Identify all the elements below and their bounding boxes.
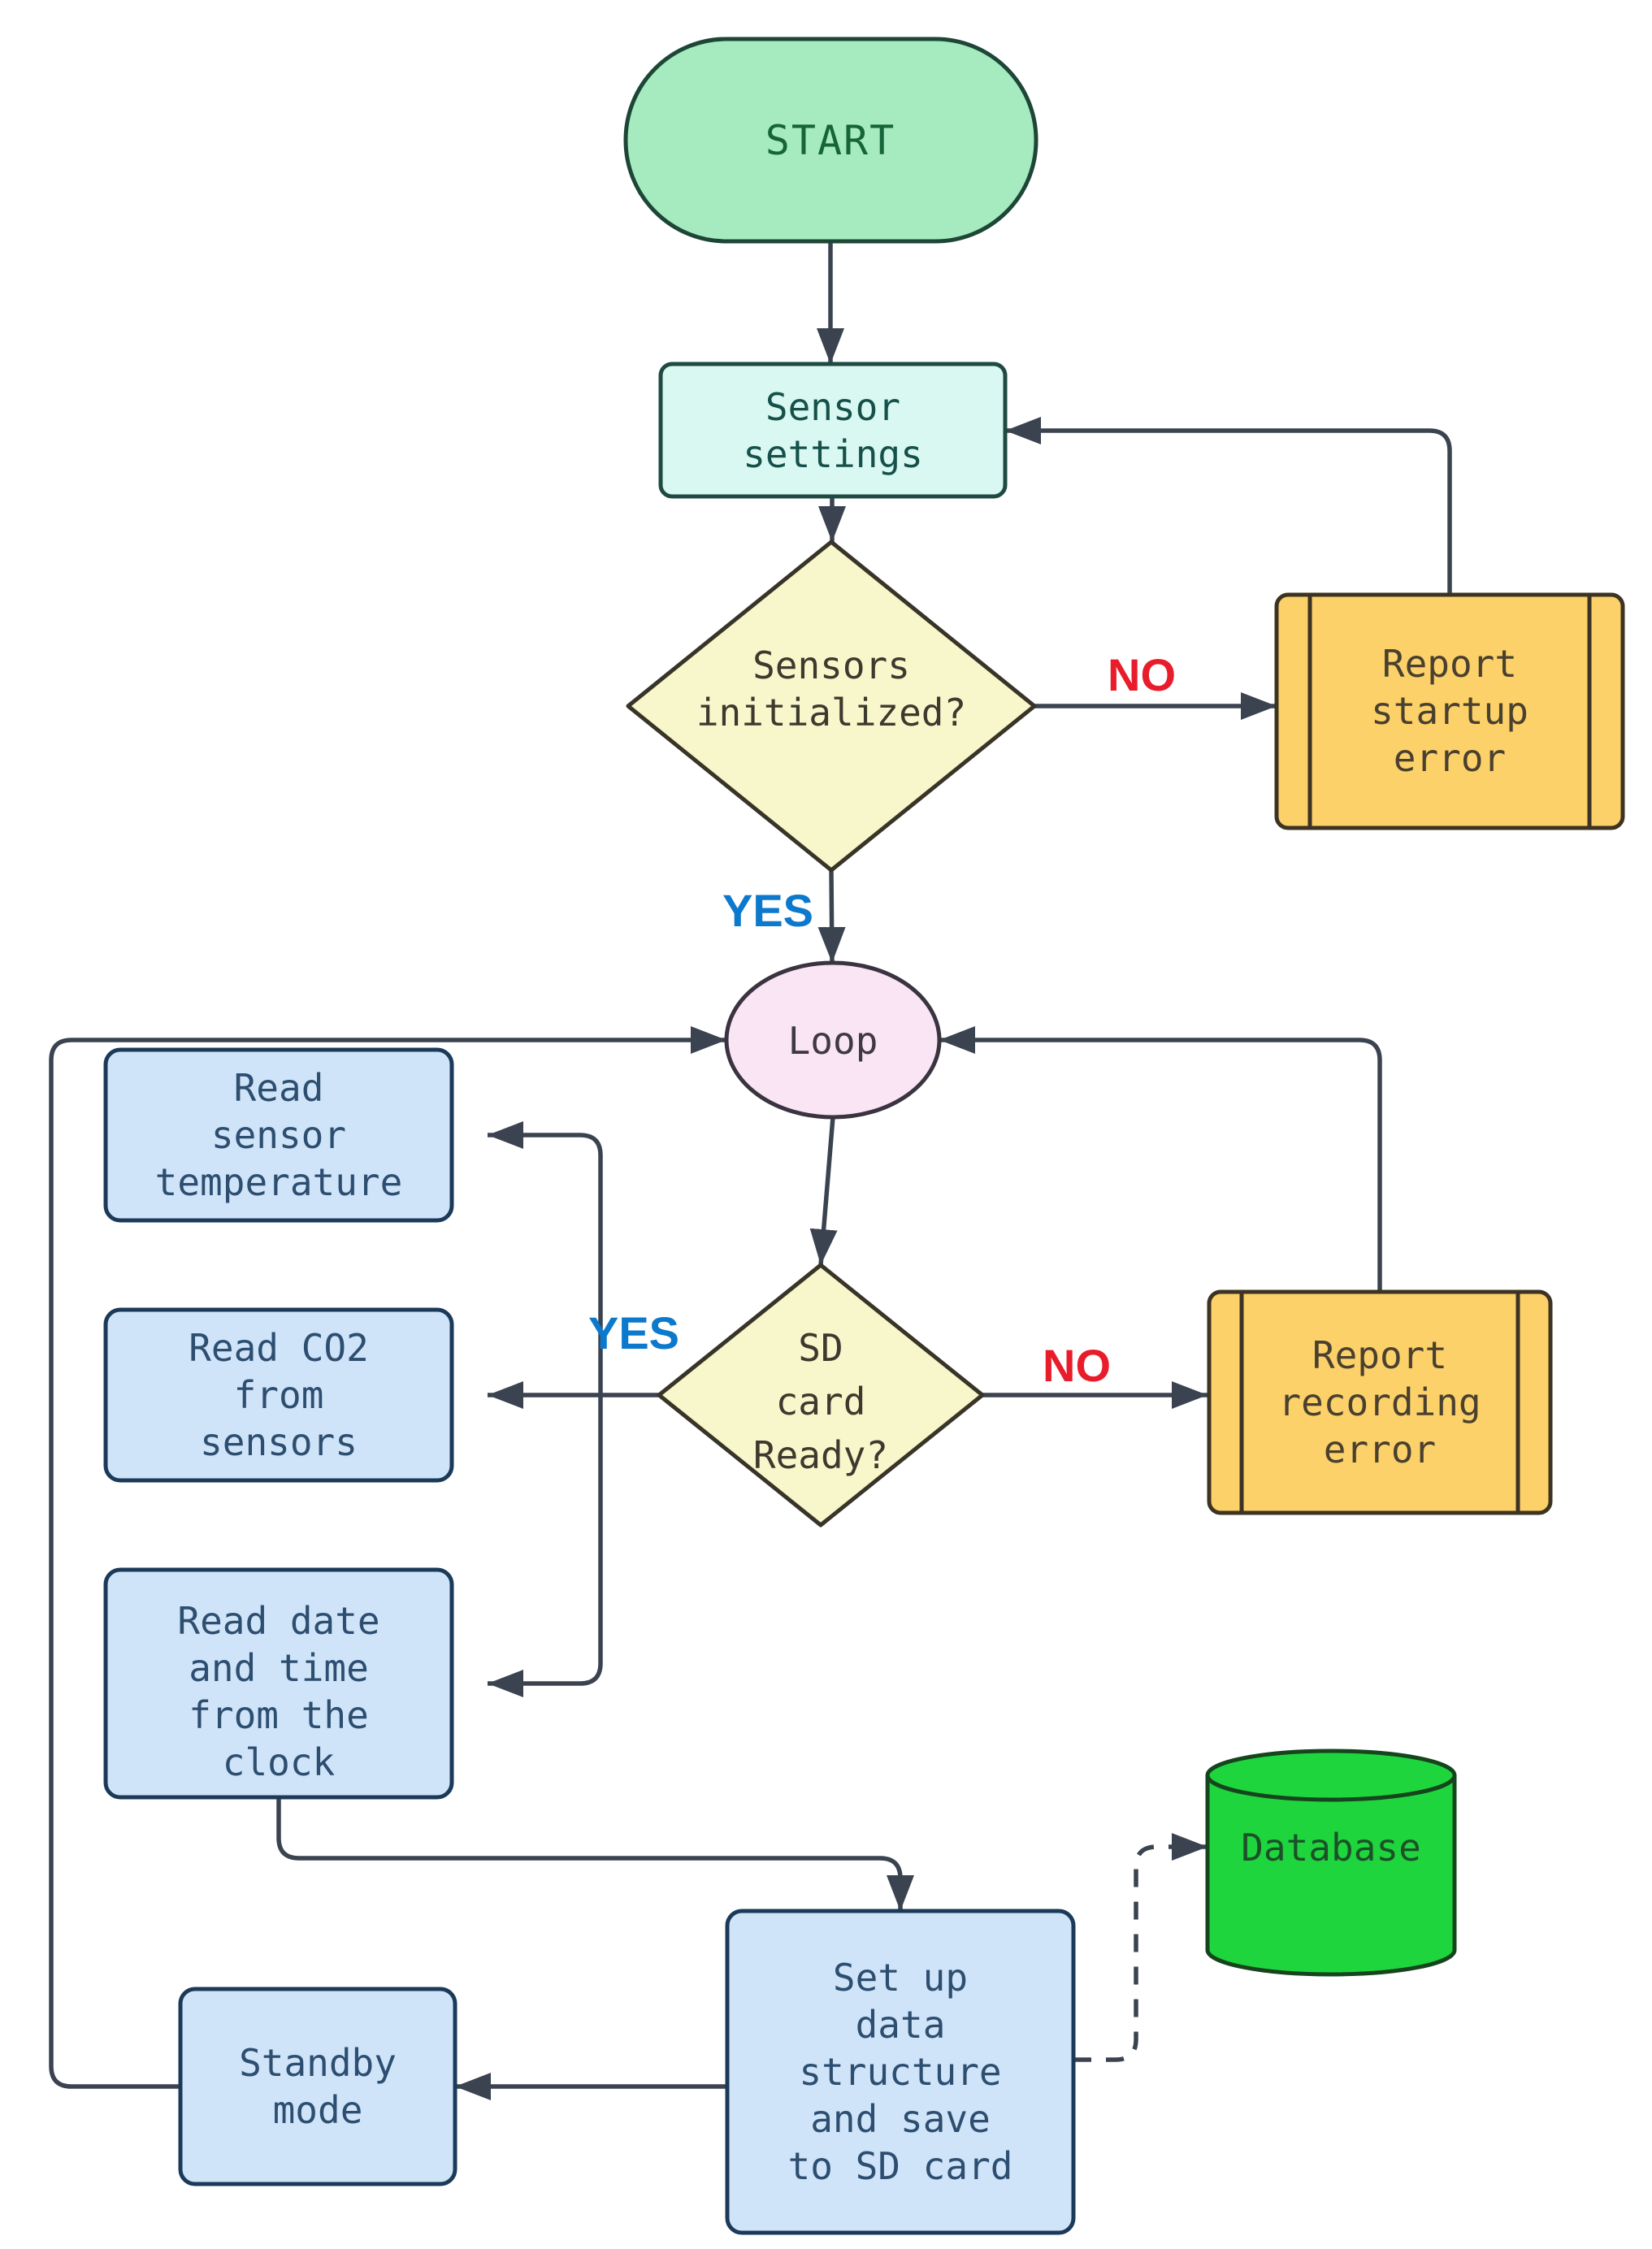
node-read-co2: Read CO2 from sensors (103, 1307, 454, 1483)
sensors-initialized-shape (626, 540, 1037, 873)
read-co2-label-line3: sensors (200, 1420, 358, 1464)
standby-mode-shape (178, 1987, 457, 2186)
node-sensor-settings: Sensor settings (658, 362, 1008, 499)
loop-shape (724, 960, 942, 1120)
start-label: START (765, 117, 896, 164)
read-co2-label-line1: Read CO2 (189, 1326, 369, 1370)
read-date-time-label-line3: from the (189, 1693, 369, 1737)
read-co2-shape (103, 1307, 454, 1483)
recording-error-label-line3: error (1324, 1428, 1436, 1471)
read-date-time-shape (103, 1567, 454, 1800)
startup-error-label-line2: startup (1371, 689, 1528, 733)
sd-card-label-line1: SD (798, 1326, 843, 1370)
edge-read-date-time-to-setup (276, 1797, 914, 1911)
setup-data-structure-shape (725, 1909, 1076, 2235)
node-report-recording-error: Report recording error (1207, 1289, 1553, 1515)
sensor-settings-label-line2: settings (743, 432, 923, 476)
sd-card-label-line3: Ready? (753, 1433, 888, 1477)
database-cylinder-body (1205, 1775, 1457, 1977)
standby-mode-label-line2: mode (273, 2088, 363, 2132)
node-loop: Loop (724, 960, 942, 1120)
edge-label-init-yes: YES (722, 885, 813, 936)
edge-startup-error-to-sensor-settings (1005, 417, 1452, 595)
report-recording-error-shape (1207, 1289, 1553, 1515)
startup-error-label-line1: Report (1382, 642, 1517, 686)
loop-label: Loop (788, 1019, 878, 1063)
recording-error-label-line1: Report (1312, 1333, 1447, 1377)
edge-recording-error-to-loop (939, 1026, 1382, 1292)
edge-initialized-yes-to-loop (817, 869, 846, 964)
read-co2-label-line2: from (234, 1373, 324, 1417)
database-cylinder-top (1205, 1748, 1457, 1802)
sensors-initialized-label-line2: initialized? (696, 691, 966, 734)
database-label: Database (1241, 1826, 1421, 1870)
edge-branch-to-read-temperature (488, 1121, 603, 1156)
read-temperature-label-line1: Read (234, 1066, 324, 1110)
node-read-sensor-temperature: Read sensor temperature (103, 1047, 454, 1223)
start-terminator-shape (623, 37, 1038, 244)
recording-error-label-line2: recording (1278, 1380, 1481, 1424)
edge-setup-to-database-dashed (1073, 1833, 1208, 2062)
node-database: Database (1205, 1748, 1457, 1977)
setup-data-label-line4: and save (810, 2097, 991, 2141)
standby-mode-label-line1: Standby (239, 2041, 397, 2085)
read-temperature-label-line2: sensor (211, 1113, 346, 1157)
read-date-time-label-line1: Read date (177, 1599, 379, 1643)
node-setup-data-structure: Set up data structure and save to SD car… (725, 1909, 1076, 2235)
node-read-date-time: Read date and time from the clock (103, 1567, 454, 1800)
setup-data-label-line3: structure (799, 2050, 1001, 2094)
sensor-settings-shape (658, 362, 1008, 499)
node-standby-mode: Standby mode (178, 1987, 457, 2186)
connectors (49, 241, 1452, 2100)
edge-label-init-no: NO (1108, 649, 1176, 700)
node-sensors-initialized: Sensors initialized? (626, 540, 1037, 873)
setup-data-label-line5: to SD card (788, 2144, 1013, 2188)
sensor-settings-label-line1: Sensor (765, 385, 900, 429)
read-date-time-label-line4: clock (223, 1740, 335, 1784)
setup-data-label-line2: data (856, 2003, 946, 2047)
edge-label-sd-yes: YES (588, 1307, 679, 1358)
report-startup-error-shape (1274, 592, 1625, 830)
node-sd-card-ready: SD card Ready? (657, 1263, 985, 1528)
sd-card-label-line2: card (776, 1380, 866, 1424)
edge-label-sd-no: NO (1043, 1340, 1111, 1391)
edge-loop-to-sd-card (809, 1116, 838, 1266)
read-temperature-label-line3: temperature (155, 1160, 403, 1204)
node-start: START (623, 37, 1038, 244)
sd-card-ready-shape (657, 1263, 985, 1528)
setup-data-label-line1: Set up (833, 1956, 968, 2000)
read-date-time-label-line2: and time (189, 1646, 369, 1690)
startup-error-label-line3: error (1394, 736, 1506, 780)
edge-branch-to-read-date-time (488, 1662, 603, 1697)
read-sensor-temperature-shape (103, 1047, 454, 1223)
node-report-startup-error: Report startup error (1274, 592, 1625, 830)
edge-standby-to-loop (49, 1026, 726, 2089)
sensors-initialized-label-line1: Sensors (752, 644, 910, 687)
